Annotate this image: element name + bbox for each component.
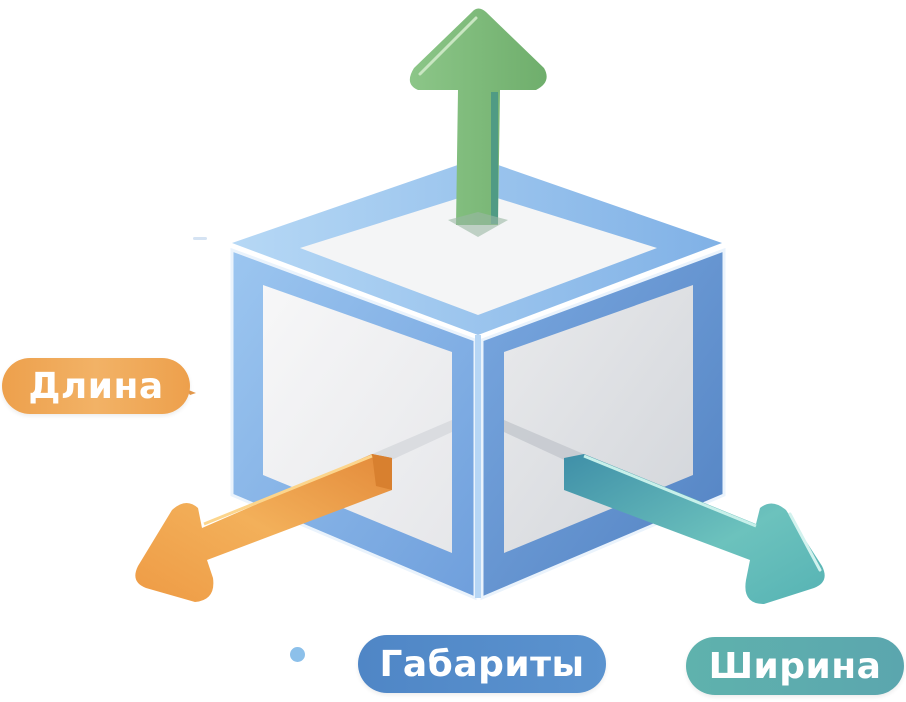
length-label-text: Длина [28, 365, 164, 407]
length-label: Длина [2, 358, 190, 414]
decorative-speck [193, 237, 207, 240]
length-arrow-icon [135, 454, 393, 602]
width-label: Ширина [686, 637, 904, 695]
cube-top-face [300, 192, 657, 315]
height-arrow-icon [409, 8, 547, 237]
dimensions-label-text: Габариты [379, 643, 585, 685]
width-label-text: Ширина [708, 645, 882, 687]
decorative-dot [290, 647, 305, 662]
dimensions-label: Габариты [358, 635, 606, 693]
width-arrow-icon [564, 454, 825, 604]
